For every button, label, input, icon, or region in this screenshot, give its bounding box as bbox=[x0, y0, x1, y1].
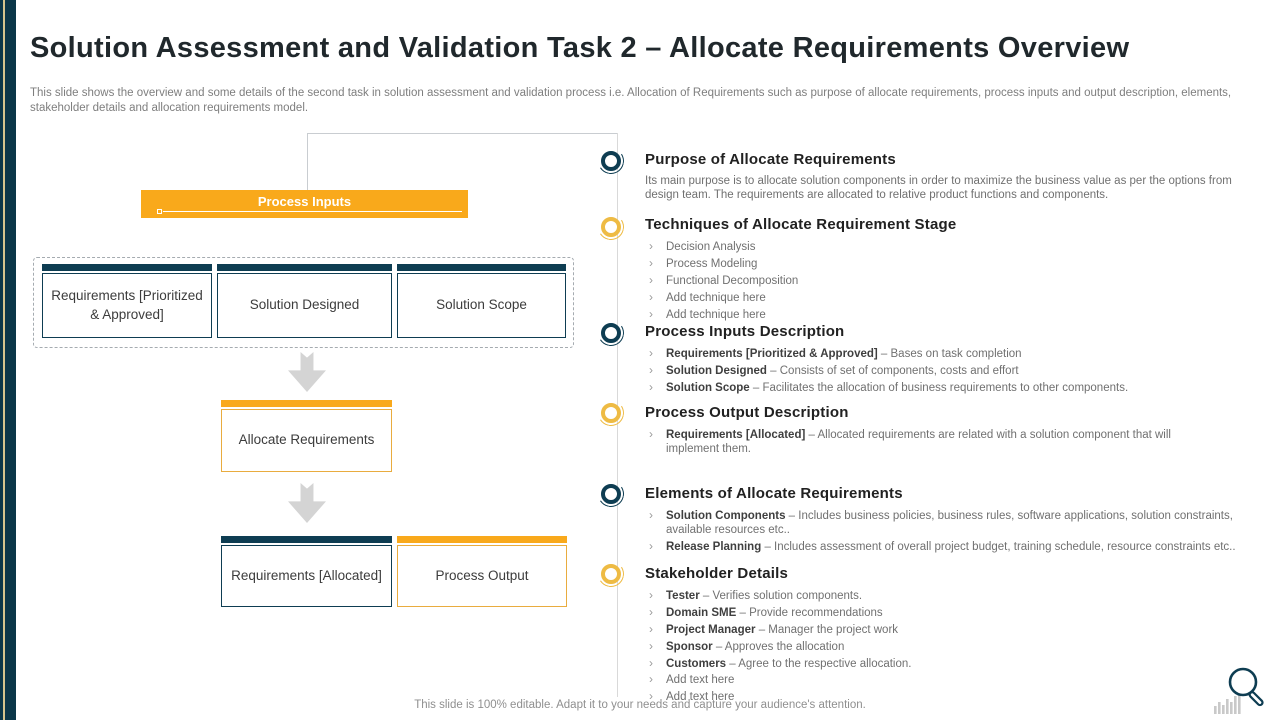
box-label: Process Output bbox=[397, 545, 567, 607]
bullet-list: ›Solution Components – Includes business… bbox=[645, 508, 1265, 555]
chevron-bullet-icon: › bbox=[649, 239, 653, 253]
bullet-list: ›Requirements [Allocated] – Allocated re… bbox=[645, 427, 1205, 457]
box-label: Solution Designed bbox=[217, 273, 392, 338]
list-item: › Add technique here bbox=[649, 306, 766, 321]
list-item: › Process Modeling bbox=[649, 255, 758, 270]
slide-subtitle: This slide shows the overview and some d… bbox=[30, 87, 1232, 114]
chevron-bullet-icon: › bbox=[649, 272, 653, 287]
chevron-bullet-icon: › bbox=[649, 346, 653, 360]
footer-note: This slide is 100% editable. Adapt it to… bbox=[414, 699, 866, 711]
section-process-output-description: Process Output Description ›Requirements… bbox=[645, 404, 1265, 459]
box-label: Requirements [Prioritized & Approved] bbox=[42, 273, 212, 338]
section-stakeholder-details: Stakeholder Details ›Tester – Verifies s… bbox=[645, 565, 1265, 707]
chevron-bullet-icon: › bbox=[649, 255, 653, 270]
bullet-list: ›Tester – Verifies solution components. … bbox=[645, 588, 1265, 705]
box-top-bar bbox=[397, 536, 567, 543]
down-arrow-icon bbox=[288, 352, 326, 392]
box-top-bar bbox=[221, 400, 392, 407]
section-heading: Techniques of Allocate Requirement Stage bbox=[645, 216, 957, 233]
list-item: › Add text here bbox=[649, 689, 735, 704]
input-box-solution-scope: Solution Scope bbox=[397, 264, 566, 338]
timeline-marker-icon bbox=[601, 564, 621, 584]
chevron-bullet-icon: › bbox=[649, 689, 653, 704]
section-heading: Process Output Description bbox=[645, 404, 849, 421]
chevron-bullet-icon: › bbox=[649, 508, 653, 522]
list-item: › Decision Analysis bbox=[649, 239, 756, 253]
section-heading: Purpose of Allocate Requirements bbox=[645, 151, 896, 168]
list-item: ›Solution Components – Includes business… bbox=[649, 508, 1233, 537]
chevron-bullet-icon: › bbox=[649, 604, 653, 619]
list-item: ›Release Planning – Includes assessment … bbox=[649, 539, 1236, 554]
chevron-bullet-icon: › bbox=[649, 621, 653, 636]
box-label: Solution Scope bbox=[397, 273, 566, 338]
down-arrow-icon bbox=[288, 483, 326, 523]
list-item: ›Solution Scope – Facilitates the alloca… bbox=[649, 379, 1129, 394]
chevron-bullet-icon: › bbox=[649, 638, 653, 653]
chevron-bullet-icon: › bbox=[649, 306, 653, 321]
section-process-inputs-description: Process Inputs Description ›Requirements… bbox=[645, 323, 1265, 398]
section-heading: Elements of Allocate Requirements bbox=[645, 485, 903, 502]
magnifier-icon bbox=[1214, 667, 1264, 714]
bar-chart-icon bbox=[1214, 693, 1241, 714]
list-item: ›Sponsor – Approves the allocation bbox=[649, 638, 845, 653]
input-box-solution-designed: Solution Designed bbox=[217, 264, 392, 338]
process-inputs-banner: Process Inputs bbox=[141, 190, 468, 218]
connector-horizontal bbox=[307, 133, 617, 134]
bullet-list: › Decision Analysis › Process Modeling ›… bbox=[645, 239, 1265, 322]
section-heading: Stakeholder Details bbox=[645, 565, 789, 582]
output-box-requirements-allocated: Requirements [Allocated] bbox=[221, 536, 392, 607]
bullet-list: ›Requirements [Prioritized & Approved] –… bbox=[645, 346, 1265, 395]
box-label: Requirements [Allocated] bbox=[221, 545, 392, 607]
section-elements: Elements of Allocate Requirements ›Solut… bbox=[645, 485, 1265, 557]
left-accent-stripe bbox=[3, 0, 5, 720]
timeline-marker-icon bbox=[601, 323, 621, 343]
chevron-bullet-icon: › bbox=[649, 379, 653, 394]
box-top-bar bbox=[397, 264, 566, 271]
box-top-bar bbox=[217, 264, 392, 271]
timeline-marker-icon bbox=[601, 484, 621, 504]
chevron-bullet-icon: › bbox=[649, 655, 653, 670]
banner-handle-icon bbox=[157, 209, 162, 214]
list-item: ›Domain SME – Provide recommendations bbox=[649, 604, 883, 619]
inputs-group-container bbox=[33, 257, 574, 348]
chevron-bullet-icon: › bbox=[649, 427, 653, 441]
box-top-bar bbox=[221, 536, 392, 543]
timeline-marker-icon bbox=[601, 217, 621, 237]
list-item: ›Tester – Verifies solution components. bbox=[649, 588, 863, 602]
section-purpose: Purpose of Allocate Requirements Its mai… bbox=[645, 151, 1265, 203]
process-inputs-banner-label: Process Inputs bbox=[257, 194, 352, 209]
chevron-bullet-icon: › bbox=[649, 289, 653, 304]
timeline-marker-icon bbox=[601, 403, 621, 423]
timeline-marker-icon bbox=[601, 151, 621, 171]
chevron-bullet-icon: › bbox=[649, 672, 653, 687]
list-item: ›Requirements [Prioritized & Approved] –… bbox=[649, 346, 1022, 360]
list-item: › Add technique here bbox=[649, 289, 766, 304]
list-item: ›Customers – Agree to the respective all… bbox=[649, 655, 912, 670]
page-title: Solution Assessment and Validation Task … bbox=[30, 32, 1130, 64]
chevron-bullet-icon: › bbox=[649, 588, 653, 602]
list-item: ›Solution Designed – Consists of set of … bbox=[649, 362, 1019, 377]
section-techniques: Techniques of Allocate Requirement Stage… bbox=[645, 216, 1265, 324]
chevron-bullet-icon: › bbox=[649, 362, 653, 377]
chevron-bullet-icon: › bbox=[649, 539, 653, 554]
allocate-requirements-box: Allocate Requirements bbox=[221, 400, 392, 472]
section-body: Its main purpose is to allocate solution… bbox=[645, 175, 1232, 202]
list-item: ›Project Manager – Manager the project w… bbox=[649, 621, 899, 636]
left-accent-bar bbox=[0, 0, 16, 720]
box-top-bar bbox=[42, 264, 212, 271]
section-heading: Process Inputs Description bbox=[645, 323, 845, 340]
list-item: ›Requirements [Allocated] – Allocated re… bbox=[649, 427, 1171, 456]
box-label: Allocate Requirements bbox=[221, 409, 392, 472]
list-item: › Functional Decomposition bbox=[649, 272, 799, 287]
list-item: › Add text here bbox=[649, 672, 735, 687]
connector-vertical bbox=[307, 133, 308, 190]
input-box-requirements-prioritized: Requirements [Prioritized & Approved] bbox=[42, 264, 212, 338]
output-box-process-output: Process Output bbox=[397, 536, 567, 607]
banner-underline bbox=[163, 211, 462, 212]
